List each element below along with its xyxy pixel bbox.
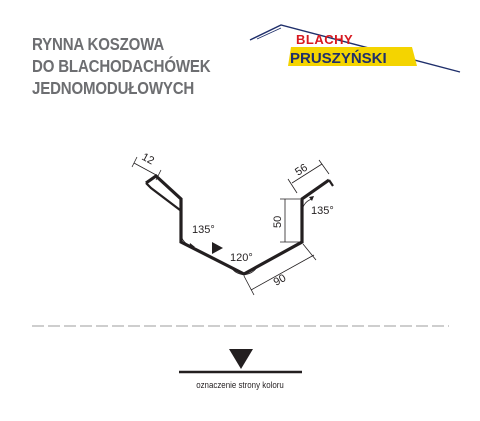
- dim-56-ext2: [318, 159, 330, 175]
- angle-arrow-right: [309, 196, 314, 201]
- triangle-marker-icon: [212, 242, 223, 254]
- logo-line-1: BLACHY: [296, 32, 353, 47]
- dim-56-ext1: [287, 178, 298, 194]
- dim-90-ext1: [243, 275, 255, 296]
- logo-yellow-band: [288, 47, 417, 66]
- dim-56-line: [291, 163, 323, 184]
- dim-right-flange: 56: [293, 162, 310, 179]
- dim-left-flange: 12: [140, 151, 156, 167]
- angle-bottom: 120°: [230, 252, 253, 264]
- dim-12-ext2: [155, 169, 162, 181]
- dim-90-ext2: [302, 243, 317, 261]
- logo-roof-line-inner: [256, 27, 282, 40]
- angle-arc-bottom: [230, 266, 258, 275]
- dim-side-height: 50: [272, 216, 284, 228]
- right-hem: [328, 179, 334, 187]
- page-title: RYNNA KOSZOWA DO BLACHODACHÓWEK JEDNOMOD…: [32, 33, 238, 99]
- gutter-profile: [145, 173, 330, 276]
- title-line-3: JEDNOMODUŁOWYCH: [32, 78, 195, 98]
- angle-arrow-left: [189, 243, 195, 248]
- left-hem: [145, 182, 181, 211]
- title-line-1: RYNNA KOSZOWA: [32, 34, 165, 54]
- legend-triangle-icon: [229, 349, 253, 369]
- angle-arc-right: [301, 198, 313, 215]
- angle-left: 135°: [192, 224, 215, 236]
- dim-12-line: [133, 162, 159, 177]
- title-line-2: DO BLACHODACHÓWEK: [32, 56, 211, 76]
- logo-line-2: PRUSZYŃSKI: [290, 50, 387, 67]
- dim-bottom-leg: 90: [272, 272, 289, 288]
- dim-90-line: [250, 254, 315, 291]
- legend-label: oznaczenie strony koloru: [196, 380, 284, 390]
- dim-12-ext1: [131, 156, 138, 168]
- angle-right: 135°: [311, 205, 334, 217]
